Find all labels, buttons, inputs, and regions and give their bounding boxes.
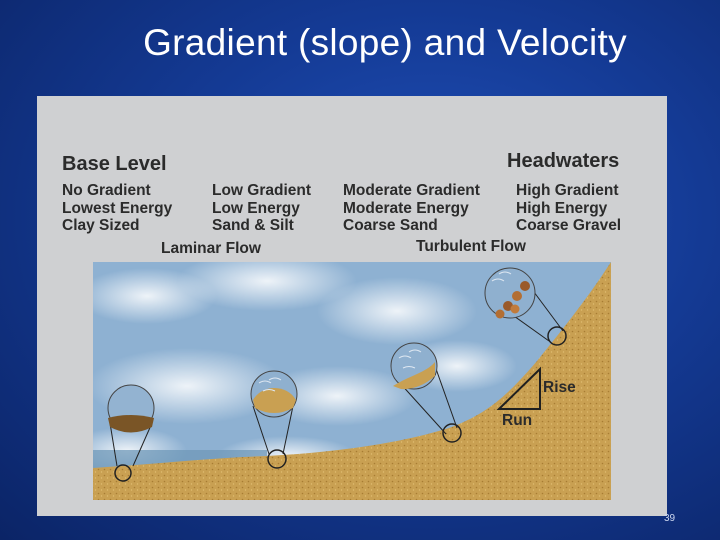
column-high-gradient: High Gradient High Energy Coarse Gravel: [516, 182, 621, 235]
turbulent-flow-label: Turbulent Flow: [416, 238, 526, 255]
page-number: 39: [664, 513, 676, 524]
column-line: Sand & Silt: [212, 217, 294, 234]
gradient-diagram: [93, 262, 611, 500]
run-label: Run: [502, 412, 533, 429]
column-line: Coarse Gravel: [516, 217, 622, 234]
column-no-gradient: No Gradient Lowest Energy Clay Sized: [62, 182, 172, 235]
callout-sand-silt: [250, 370, 298, 469]
column-moderate-gradient: Moderate Gradient Moderate Energy Coarse…: [343, 182, 480, 235]
column-line: Lowest Energy: [62, 199, 173, 217]
column-line: Coarse Sand: [343, 217, 438, 234]
laminar-flow-label: Laminar Flow: [161, 240, 261, 257]
column-line: Clay Sized: [62, 217, 140, 234]
column-line: Moderate Energy: [343, 199, 469, 217]
callout-coarse-sand: [390, 342, 462, 443]
headwaters-label: Headwaters: [507, 150, 620, 172]
slope-triangle: [496, 366, 541, 410]
base-level-label: Base Level: [62, 153, 167, 175]
column-line: No Gradient: [62, 182, 151, 199]
column-line: Low Gradient: [212, 182, 312, 199]
callout-coarse-gravel: [484, 267, 567, 346]
diagram-panel: Base Level Headwaters No Gradient Lowest…: [37, 96, 667, 516]
column-low-gradient: Low Gradient Low Energy Sand & Silt: [212, 182, 311, 235]
column-line: Moderate Gradient: [343, 182, 480, 199]
column-line: Low Energy: [212, 199, 300, 217]
rise-label: Rise: [543, 379, 576, 396]
sediment-slope: [93, 262, 611, 500]
slide-title: Gradient (slope) and Velocity: [143, 22, 627, 63]
column-line: High Energy: [516, 199, 608, 217]
column-line: High Gradient: [516, 182, 619, 199]
callout-clay: [107, 384, 155, 482]
